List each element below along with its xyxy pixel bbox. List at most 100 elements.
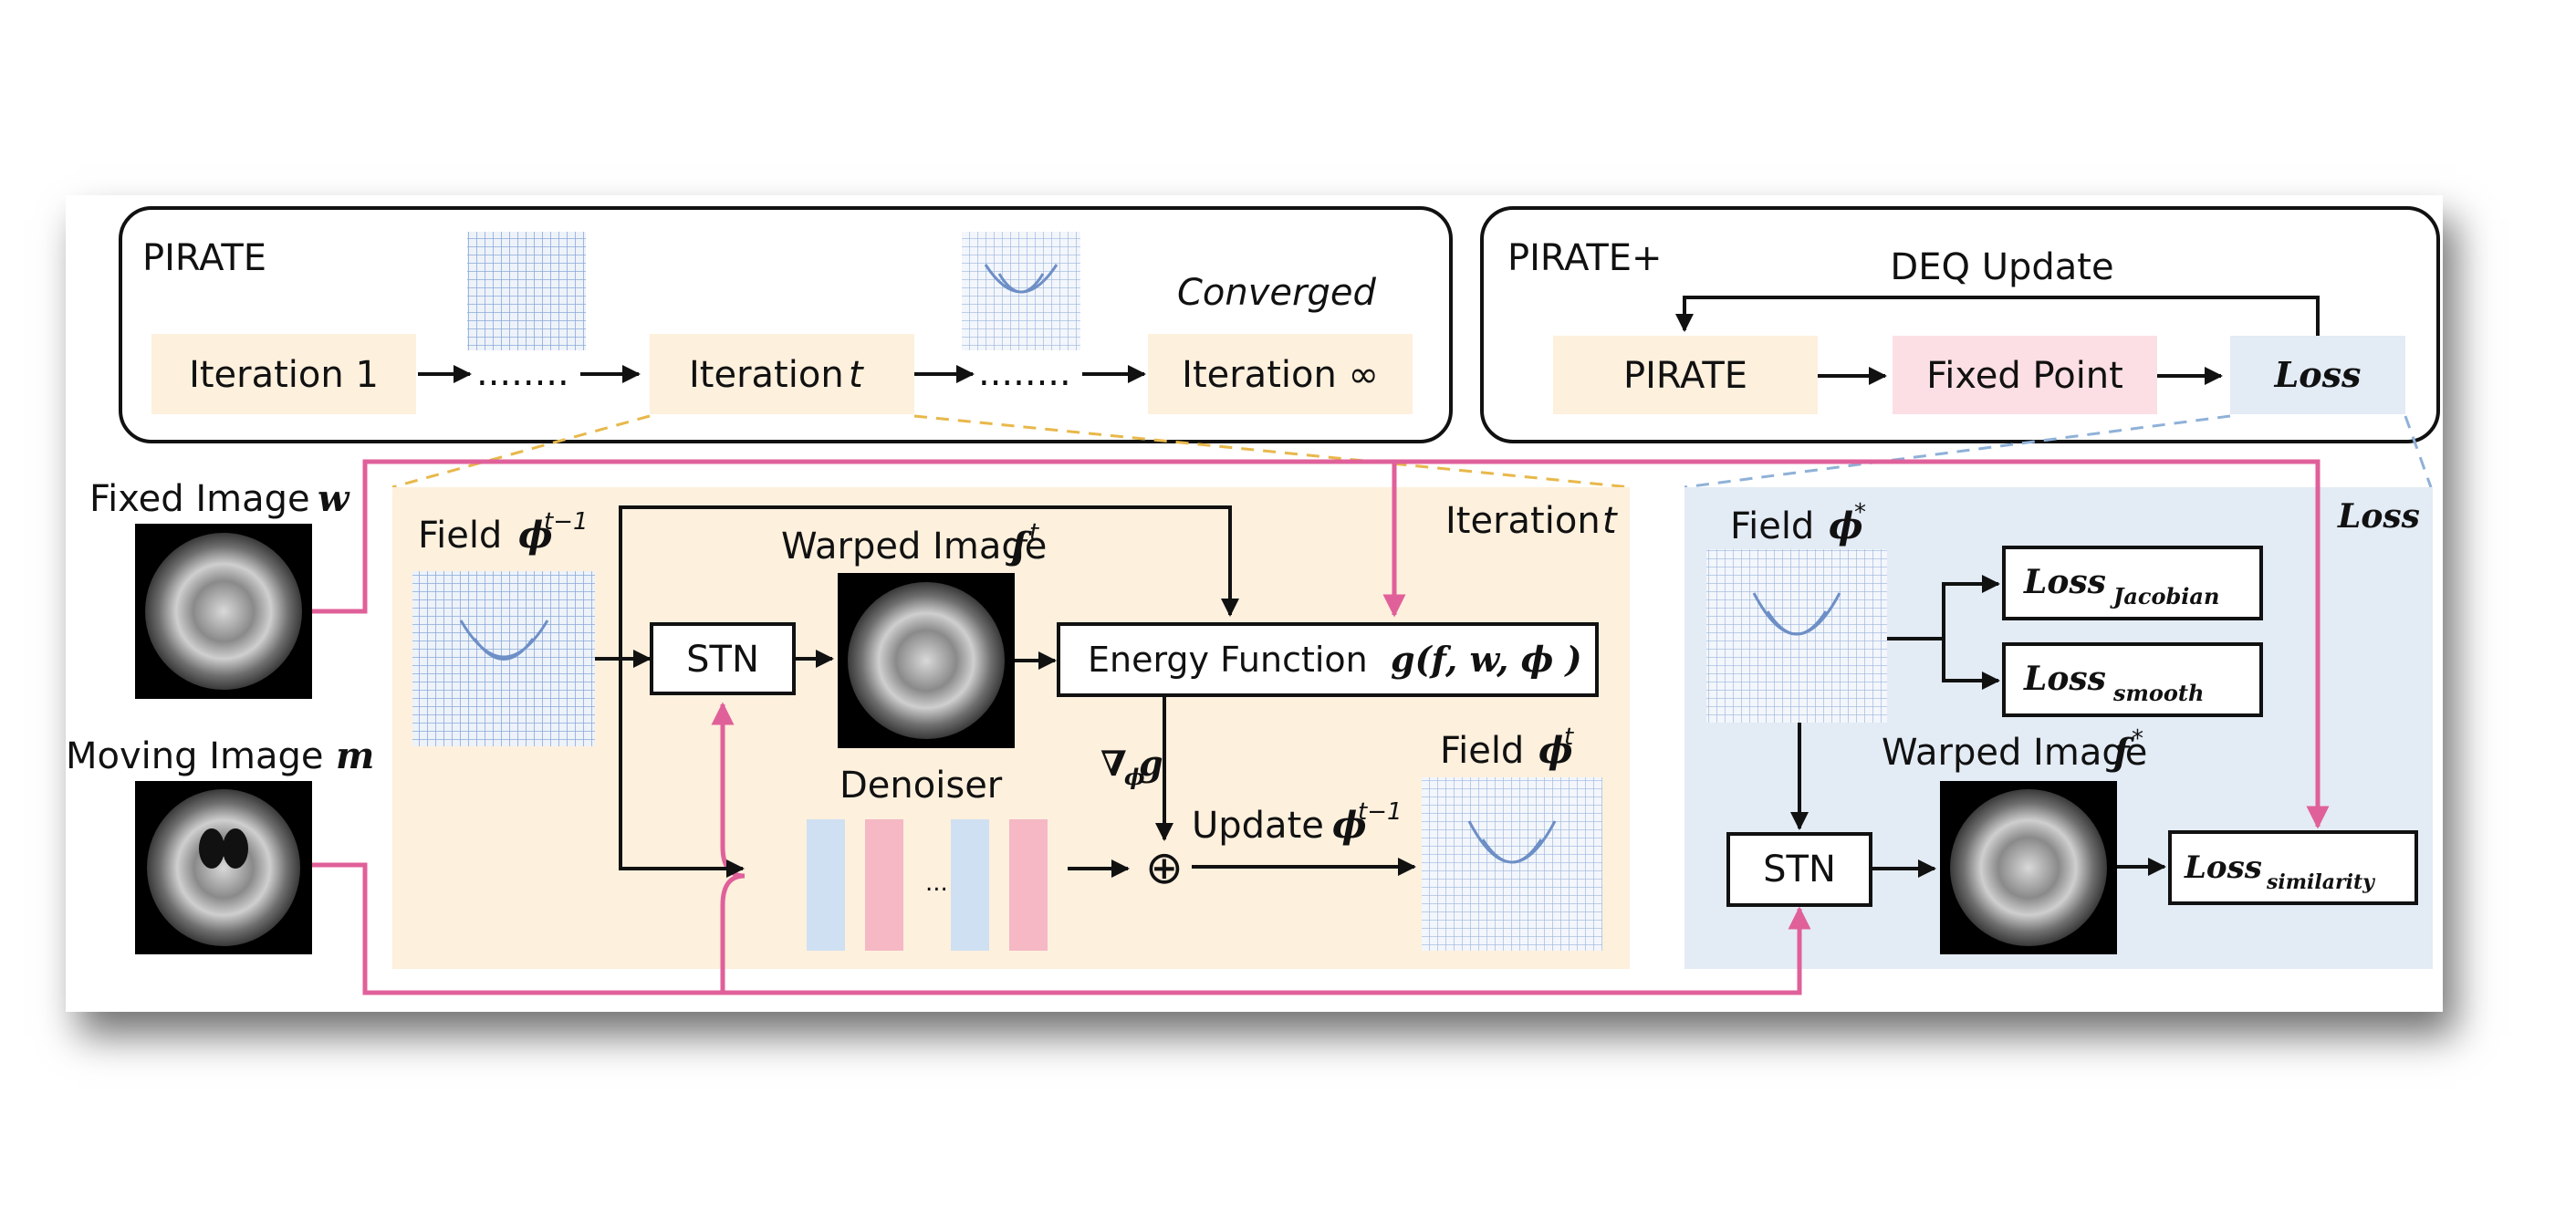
field-new-var: ϕ [1538,729,1573,772]
field-star-grid [1706,549,1887,723]
energy-function-math: g(f, w, ϕ ) [1391,639,1582,680]
update-sup: t−1 [1358,798,1403,826]
iteration-t-box [650,334,914,414]
denoiser-layer-2 [865,819,903,951]
update-var: ϕ [1332,804,1367,847]
moving-image-var: m [336,734,374,777]
loss-panel-label: Loss [2337,497,2420,536]
field-star-deformation [1752,592,1841,636]
converged-label: Converged [1177,272,1376,314]
loss-box-label: Loss [2274,354,2362,395]
zoom-line-right [913,414,1631,489]
warped-star-sup: * [2132,725,2143,753]
loss-similarity-main: Loss [2184,849,2262,886]
warped-brain-image [848,582,1005,739]
loss-similarity-sub: similarity [2266,870,2376,894]
fixed-point-label: Fixed Point [1926,355,2123,397]
fixed-image-label: Fixed Image [89,478,310,520]
arrow-field-jacobian [1887,575,2000,640]
pirate-title: PIRATE [142,237,266,279]
loss-jacobian-sub: Jacobian [2110,583,2219,609]
stn-label: STN [686,639,759,681]
inputs: Fixed Image w Moving Image m [66,477,374,954]
fixed-to-energy-line [312,459,1406,618]
warped-label: Warped Image [781,526,1047,568]
update-label: Update [1192,805,1324,847]
field-star-label: Field [1730,505,1814,547]
iteration-panel-title: Iteration [1445,500,1601,542]
field-new-grid [1422,777,1602,951]
zoom-line-loss-left [1684,414,2231,489]
moving-ventricle-right [223,828,248,869]
field-prev-deformation [459,620,549,661]
ellipsis-b: ........ [978,352,1071,394]
arrow-field-to-energy [619,505,1239,659]
pirate-panel: PIRATE Converged Iteration 1 ........ It… [119,206,1453,443]
iteration-t-label: Iteration [689,354,844,396]
stn-box [650,622,796,695]
iteration-inf-label: Iteration ∞ [1182,354,1379,396]
loss-box [2230,336,2405,414]
grad-nabla: ∇ [1100,743,1127,784]
moving-to-stn-line [711,702,746,993]
loss-jacobian-box [2002,546,2263,620]
loss-similarity-box [2168,830,2418,905]
moving-image-label: Moving Image [66,735,324,777]
zoom-line-loss-right [2404,415,2433,488]
arrow-field-smooth [1942,639,2000,690]
field-new-sup: t [1564,724,1574,751]
field-star-var: ϕ [1829,505,1863,547]
warped-star-brain-image [1950,789,2107,946]
stn-star-label: STN [1763,849,1836,890]
pirate-plus-panel: PIRATE+ DEQ Update PIRATE Fixed Point Lo… [1480,206,2440,443]
deq-feedback-arrow [1675,296,2320,336]
field-prev-var: ϕ [518,514,553,557]
loss-jacobian-main: Loss [2023,563,2106,601]
fixed-brain-image [145,533,302,690]
fixed-to-similarity-line [1394,459,2330,829]
iteration-panel-var: t [1602,500,1618,542]
moving-brain-image [147,789,300,946]
denoiser-layer-1 [807,819,845,951]
iteration-1-label: Iteration 1 [189,354,379,396]
field-new-label: Field [1440,730,1524,772]
iteration-t-var: t [849,354,864,396]
denoiser-layer-3 [951,819,989,951]
field-star-sup: * [1854,499,1866,526]
iteration-inf-box [1148,334,1413,414]
iteration-1-box [151,334,416,414]
deq-update-label: DEQ Update [1890,246,2113,288]
deformation-lines [984,264,1059,294]
arrow-field-to-denoiser [619,659,745,878]
denoiser-layer-4 [1009,819,1048,951]
ellipsis-a: ........ [476,352,569,394]
moving-to-stn-star-line [312,862,1811,995]
fixed-image-var: w [318,477,350,520]
warped-star-label: Warped Image [1882,732,2147,774]
fixed-point-box [1893,336,2157,414]
grad-var: g [1139,743,1163,784]
denoiser-label: Denoiser [840,765,1003,807]
magenta-connections [312,459,2330,995]
field-new-deformation [1467,820,1557,864]
loss-smooth-box [2002,642,2263,717]
pirate-box [1553,336,1818,414]
loss-contents: Field ϕ * Loss Jacobian Loss smooth STN … [1706,499,2418,954]
moving-ventricle-left [199,828,224,869]
zoom-line-left [391,414,651,489]
pirate-box-label: PIRATE [1623,355,1747,397]
loss-smooth-main: Loss [2023,660,2106,698]
field-prev-label: Field [418,515,502,557]
oplus-symbol: ⊕ [1145,841,1184,894]
energy-function-box [1057,622,1599,697]
pirate-plus-title: PIRATE+ [1507,237,1663,279]
denoiser-dots: ... [925,870,948,897]
iteration-contents: Field ϕ t−1 STN Warped Image f t Energy … [412,505,1602,951]
grid-thumbnail-regular [467,232,586,350]
grad-sub: ϕ [1124,764,1145,790]
energy-function-label: Energy Function [1088,640,1368,680]
field-prev-sup: t−1 [544,508,589,536]
warped-sup: t [1029,519,1039,547]
loss-smooth-sub: smooth [2112,680,2204,706]
